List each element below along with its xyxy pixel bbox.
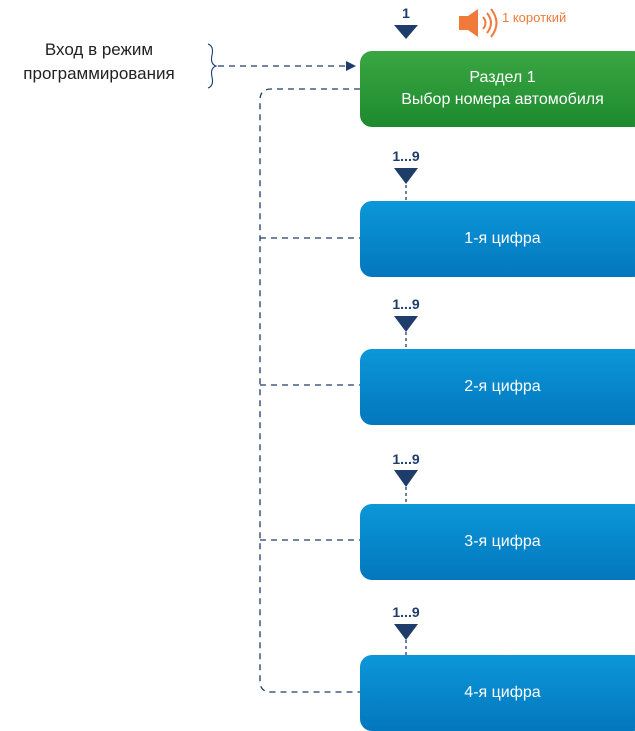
entry-brace [207, 43, 218, 89]
section-title: Раздел 1 [469, 69, 536, 86]
digit-3-box: 3-я цифра [360, 504, 635, 580]
digit-4-box: 4-я цифра [360, 655, 635, 731]
speaker-icon [459, 8, 498, 38]
digit-2-range: 1...9 [392, 296, 420, 312]
digit-4-range: 1...9 [392, 604, 420, 620]
section-subtitle: Выбор номера автомобиля [401, 91, 604, 108]
return-bus [259, 88, 360, 693]
digit-4-arrow-icon [394, 624, 418, 640]
digit-3-arrow-icon [394, 470, 418, 487]
beep-label: 1 короткий [502, 10, 567, 25]
digit-1-label: 1-я цифра [464, 230, 541, 247]
digit-3-range: 1...9 [392, 451, 420, 467]
entry-label-line1: Вход в режим [44, 40, 154, 59]
digit-1-arrow-icon [394, 168, 418, 184]
digit-2-label: 2-я цифра [464, 378, 541, 395]
digit-4-label: 4-я цифра [464, 684, 541, 701]
section-box: Раздел 1 Выбор номера автомобиля [360, 51, 635, 127]
digit-2-box: 2-я цифра [360, 349, 635, 425]
entry-label-line2: программирования [23, 64, 175, 83]
digit-2-arrow-icon [394, 316, 418, 332]
digit-3-label: 3-я цифра [464, 533, 541, 550]
step-arrow-icon [394, 25, 418, 39]
entry-label: Вход в режим программирования [4, 38, 194, 86]
digit-1-range: 1...9 [392, 148, 420, 164]
step-number: 1 [402, 5, 410, 21]
digit-1-box: 1-я цифра [360, 201, 635, 277]
entry-arrowhead [346, 61, 356, 71]
